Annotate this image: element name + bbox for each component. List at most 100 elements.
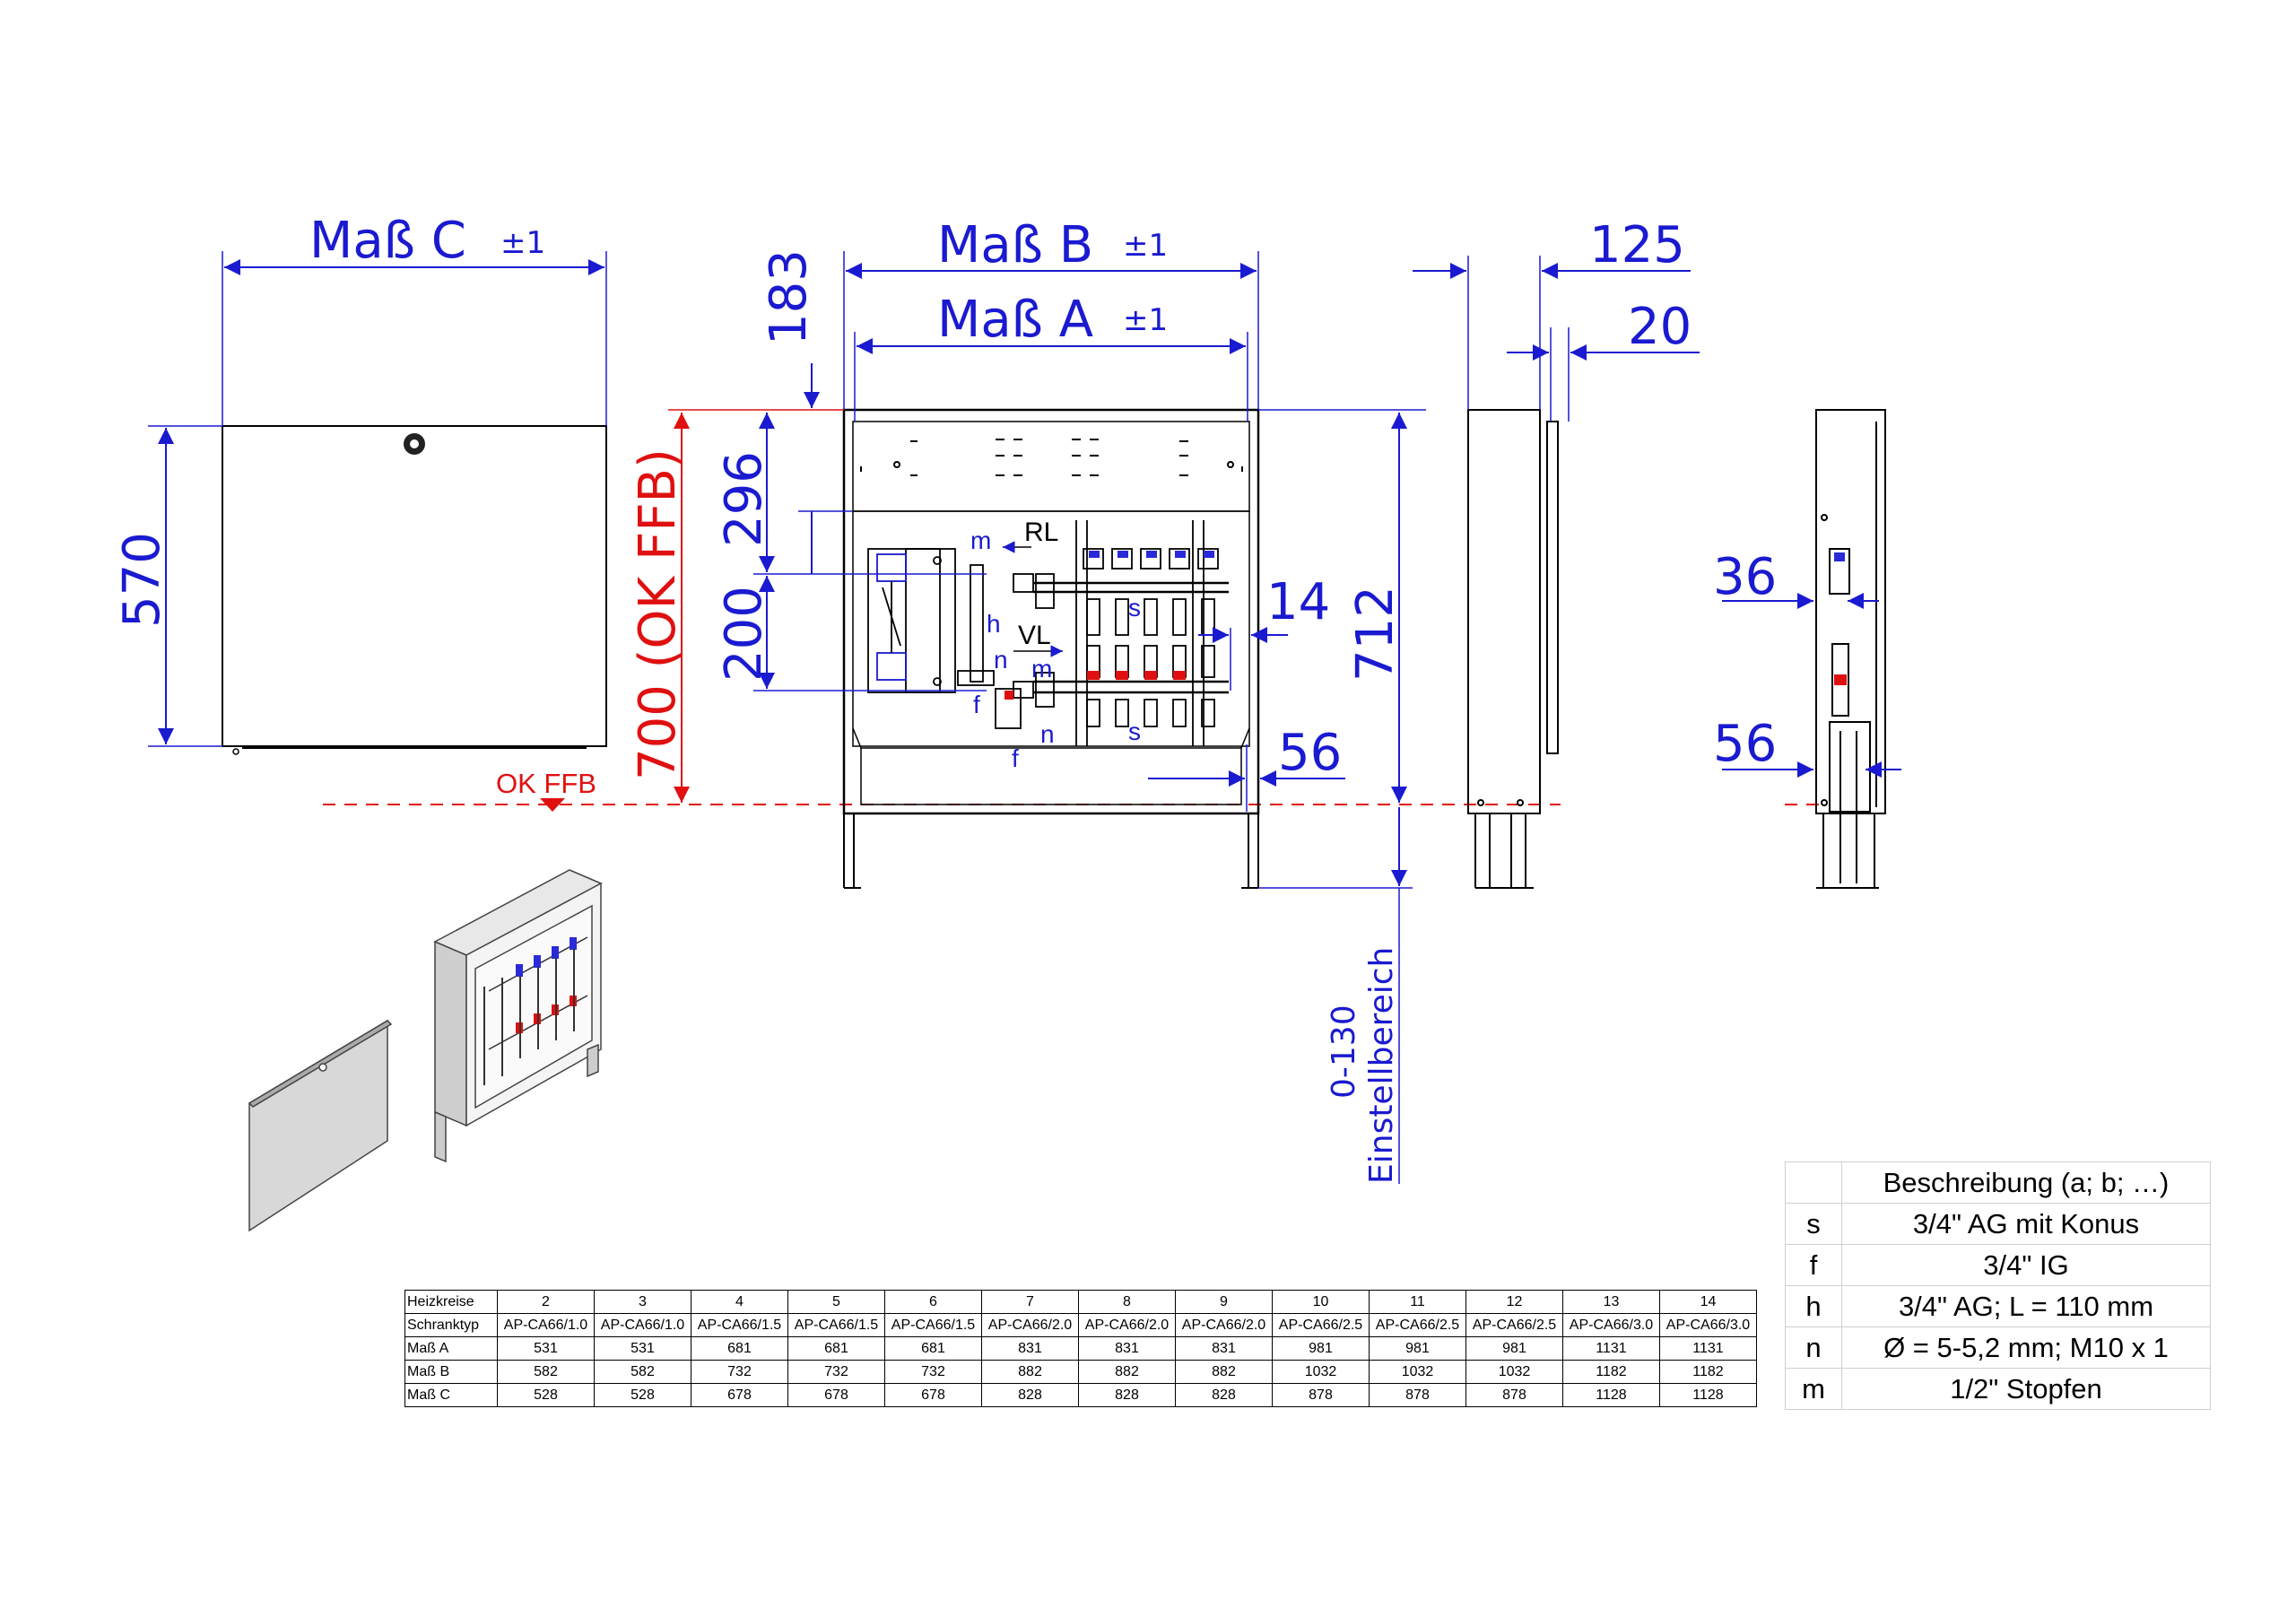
spec-cell: 678 bbox=[787, 1383, 885, 1407]
spec-cell: 10 bbox=[1272, 1290, 1370, 1314]
spec-cell: AP-CA66/2.0 bbox=[981, 1313, 1079, 1337]
spec-cell: 1128 bbox=[1659, 1383, 1757, 1407]
spec-cell: 831 bbox=[981, 1336, 1079, 1361]
spec-cell: 678 bbox=[691, 1383, 788, 1407]
cabinet-section-view bbox=[1815, 409, 1886, 889]
spec-cell: 14 bbox=[1659, 1290, 1757, 1314]
spec-row-label: Maß A bbox=[404, 1336, 498, 1361]
callout-f-left: f bbox=[973, 691, 980, 718]
spec-cell: 678 bbox=[884, 1383, 982, 1407]
callout-rl: RL bbox=[1024, 517, 1058, 547]
dimension-mass-b: Maß B ±1 bbox=[843, 216, 1259, 410]
spec-cell: 11 bbox=[1369, 1290, 1466, 1314]
legend-value: 3/4" AG; L = 110 mm bbox=[1841, 1285, 2211, 1327]
spec-cell: 981 bbox=[1465, 1336, 1563, 1361]
spec-cell: 681 bbox=[884, 1336, 982, 1361]
callout-h: h bbox=[987, 610, 1001, 638]
spec-cell: 1128 bbox=[1562, 1383, 1660, 1407]
spec-cell: 878 bbox=[1272, 1383, 1370, 1407]
cabinet-side-view bbox=[1467, 409, 1559, 889]
spec-cell: 1131 bbox=[1659, 1336, 1757, 1361]
dim-700-label: 700 (OK FFB) bbox=[629, 448, 687, 780]
spec-cell: 6 bbox=[884, 1290, 982, 1314]
spec-cell: AP-CA66/2.0 bbox=[1175, 1313, 1273, 1337]
callout-letters: RL VL m h n m f n f s s bbox=[970, 517, 1141, 772]
spec-cell: 531 bbox=[497, 1336, 595, 1361]
spec-cell: 8 bbox=[1078, 1290, 1176, 1314]
spec-cell: 828 bbox=[1078, 1383, 1176, 1407]
callout-m-bottom: m bbox=[1031, 655, 1052, 683]
spec-cell: 3 bbox=[594, 1290, 691, 1314]
legend-value: 3/4" IG bbox=[1841, 1244, 2211, 1286]
dim-296-label: 296 bbox=[715, 451, 773, 547]
adjust-range-value: 0-130 bbox=[1326, 1005, 1362, 1099]
section-blue-valve bbox=[1834, 552, 1845, 561]
spec-cell: 1182 bbox=[1562, 1360, 1660, 1384]
mass-b-label: Maß B bbox=[937, 216, 1093, 274]
spec-cell: 681 bbox=[787, 1336, 885, 1361]
legend-value: 3/4" AG mit Konus bbox=[1841, 1203, 2211, 1245]
spec-cell: 528 bbox=[594, 1383, 691, 1407]
spec-cell: 1032 bbox=[1272, 1360, 1370, 1384]
spec-cell: 1131 bbox=[1562, 1336, 1660, 1361]
spec-cell: 681 bbox=[691, 1336, 788, 1361]
callout-vl: VL bbox=[1018, 621, 1051, 650]
dimension-adjust-range: 0-130 Einstellbereich bbox=[1258, 807, 1413, 1184]
ok-ffb-label: OK FFB bbox=[496, 768, 596, 799]
spec-cell: 981 bbox=[1369, 1336, 1466, 1361]
floor-line: OK FFB bbox=[323, 768, 1821, 812]
mass-c-label: Maß C bbox=[309, 212, 466, 270]
callout-m-top: m bbox=[970, 526, 991, 554]
spec-cell: 528 bbox=[497, 1383, 595, 1407]
spec-cell: 732 bbox=[691, 1360, 788, 1384]
spec-cell: 1032 bbox=[1369, 1360, 1466, 1384]
mass-b-tolerance: ±1 bbox=[1123, 228, 1168, 264]
dim-56-side-label: 56 bbox=[1713, 715, 1777, 773]
legend-key: m bbox=[1785, 1368, 1842, 1410]
spec-cell: 882 bbox=[981, 1360, 1079, 1384]
callout-f-bottom: f bbox=[1012, 744, 1019, 772]
dim-20-label: 20 bbox=[1628, 298, 1692, 356]
spec-cell: AP-CA66/1.5 bbox=[691, 1313, 788, 1337]
cabinet-front-view bbox=[842, 408, 1260, 889]
spec-cell: 5 bbox=[787, 1290, 885, 1314]
legend-header: Beschreibung (a; b; …) bbox=[1841, 1161, 2211, 1204]
spec-cell: AP-CA66/1.0 bbox=[497, 1313, 595, 1337]
legend-value: 1/2" Stopfen bbox=[1841, 1368, 2211, 1410]
dim-14-label: 14 bbox=[1266, 573, 1330, 631]
spec-cell: 12 bbox=[1465, 1290, 1563, 1314]
dimension-14: 14 bbox=[1198, 573, 1330, 691]
spec-cell: AP-CA66/1.0 bbox=[594, 1313, 691, 1337]
spec-cell: 13 bbox=[1562, 1290, 1660, 1314]
dim-125-label: 125 bbox=[1589, 216, 1685, 274]
dim-36-label: 36 bbox=[1713, 548, 1777, 606]
legend-table: Beschreibung (a; b; …) s 3/4" AG mit Kon… bbox=[1785, 1161, 2211, 1410]
isometric-illustration bbox=[248, 869, 603, 1232]
spec-cell: 9 bbox=[1175, 1290, 1273, 1314]
mass-c-tolerance: ±1 bbox=[500, 225, 545, 261]
spec-cell: 2 bbox=[497, 1290, 595, 1314]
dimension-183: 183 bbox=[760, 249, 852, 574]
spec-cell: 732 bbox=[787, 1360, 885, 1384]
callout-n-bottom: n bbox=[1040, 720, 1055, 748]
spec-cell: 7 bbox=[981, 1290, 1079, 1314]
dim-56-label: 56 bbox=[1278, 724, 1342, 782]
spec-cell: 828 bbox=[1175, 1383, 1273, 1407]
dim-570-label: 570 bbox=[113, 532, 171, 628]
spec-cell: AP-CA66/3.0 bbox=[1659, 1313, 1757, 1337]
spec-cell: AP-CA66/1.5 bbox=[884, 1313, 982, 1337]
door-front-view bbox=[222, 425, 607, 755]
callout-s-top: s bbox=[1128, 594, 1141, 622]
spec-cell: 4 bbox=[691, 1290, 788, 1314]
dimension-mass-c: Maß C ±1 bbox=[222, 212, 607, 426]
spec-cell: AP-CA66/2.5 bbox=[1369, 1313, 1466, 1337]
spec-cell: 882 bbox=[1078, 1360, 1176, 1384]
dimension-200: 200 bbox=[715, 576, 987, 691]
